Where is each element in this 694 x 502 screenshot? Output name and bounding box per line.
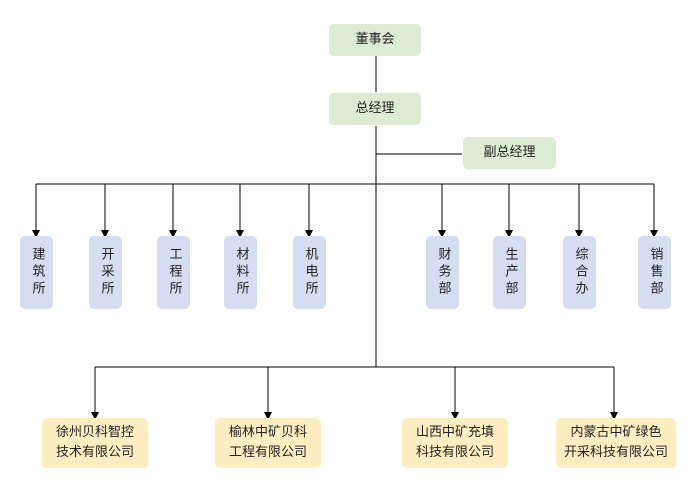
subsidiary-node-shanxi: 山西中矿充填 科技有限公司: [402, 418, 508, 468]
deputy-general-manager-node: 副总经理: [463, 137, 556, 169]
subsidiary-node-xuzhou: 徐州贝科智控 技术有限公司: [42, 418, 148, 468]
department-node-construction: 建筑所: [20, 236, 53, 309]
department-node-finance: 财务部: [426, 236, 459, 309]
department-node-materials: 材料所: [224, 236, 257, 309]
department-node-production: 生产部: [493, 236, 526, 309]
department-node-general-office: 综合办: [563, 236, 596, 309]
department-node-sales: 销售部: [638, 236, 671, 309]
board-node: 董事会: [329, 24, 421, 56]
department-node-engineering: 工程所: [157, 236, 190, 309]
department-node-mining: 开采所: [89, 236, 122, 309]
department-node-electromechanical: 机电所: [293, 236, 326, 309]
general-manager-node: 总经理: [329, 93, 421, 125]
subsidiary-node-yulin: 榆林中矿贝科 工程有限公司: [215, 418, 321, 468]
subsidiary-node-inner-mongolia: 内蒙古中矿绿色 开采科技有限公司: [556, 418, 676, 468]
